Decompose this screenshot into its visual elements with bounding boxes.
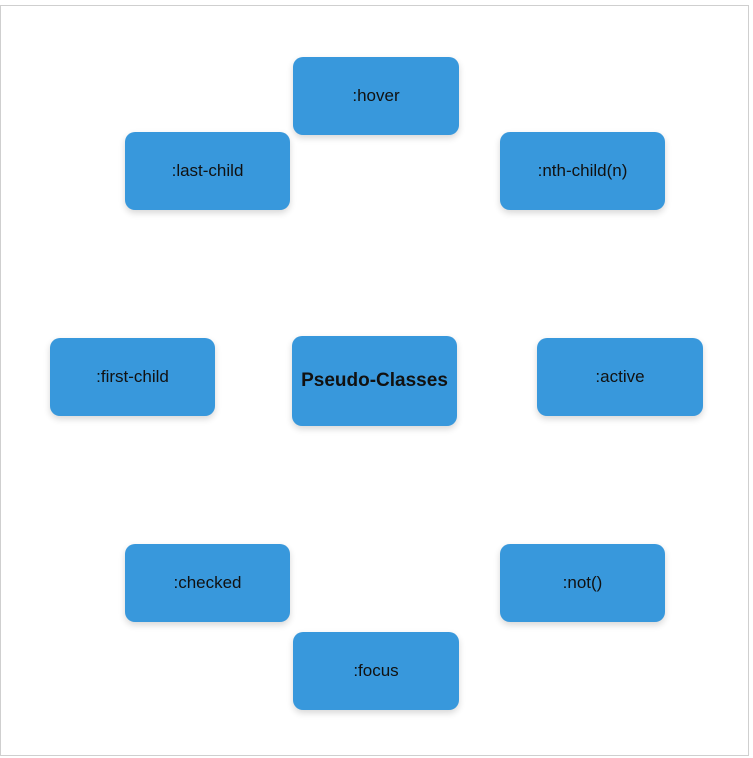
node-last-child[interactable]: :last-child — [125, 132, 290, 210]
node-active-label: :active — [595, 367, 645, 386]
node-active[interactable]: :active — [537, 338, 703, 416]
node-checked-label: :checked — [173, 573, 242, 592]
node-nth-child[interactable]: :nth-child(n) — [500, 132, 665, 210]
node-hover-label: :hover — [352, 86, 400, 105]
center-node[interactable]: Pseudo-Classes — [292, 336, 457, 426]
node-focus[interactable]: :focus — [293, 632, 459, 710]
center-node-label: Pseudo-Classes — [301, 370, 448, 391]
node-focus-label: :focus — [353, 661, 399, 680]
node-not[interactable]: :not() — [500, 544, 665, 622]
node-first-child[interactable]: :first-child — [50, 338, 215, 416]
node-hover[interactable]: :hover — [293, 57, 459, 135]
node-first-child-label: :first-child — [96, 367, 169, 386]
node-nth-child-label: :nth-child(n) — [537, 161, 628, 180]
node-not-label: :not() — [562, 573, 603, 592]
node-last-child-label: :last-child — [171, 161, 244, 180]
node-checked[interactable]: :checked — [125, 544, 290, 622]
